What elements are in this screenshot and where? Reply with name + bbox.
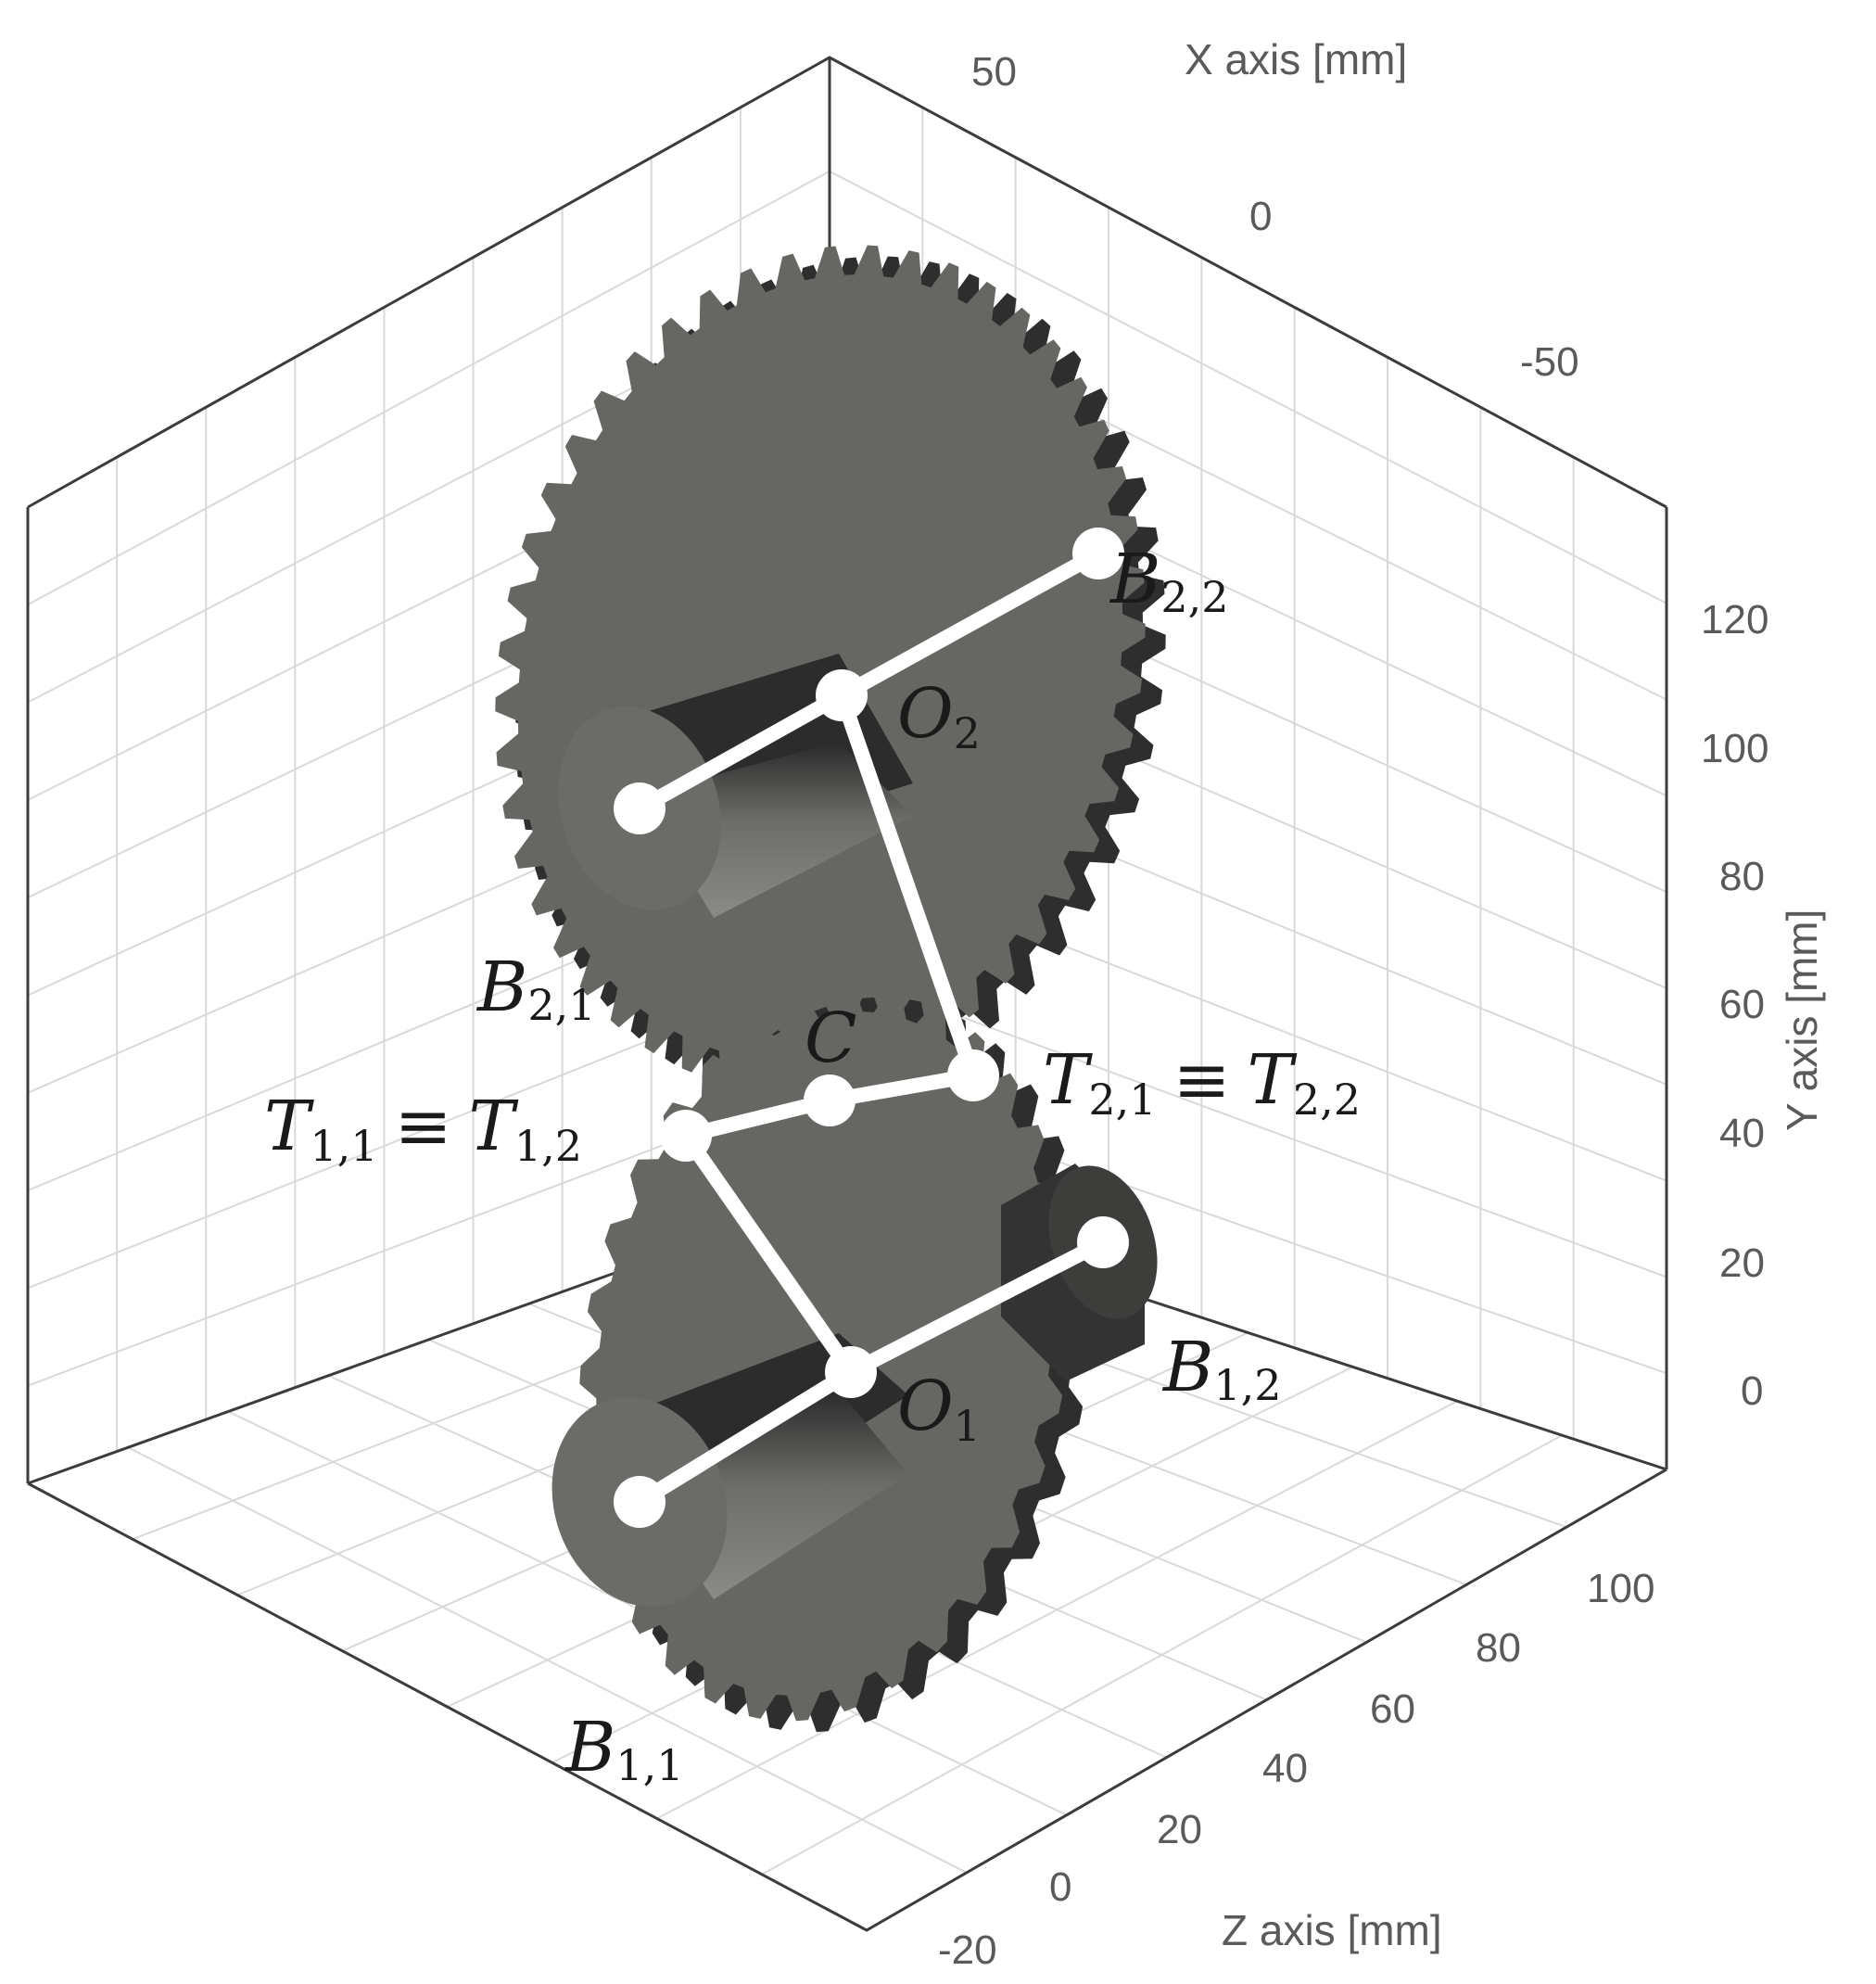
joint-B11 [614, 1476, 665, 1528]
y-tick-label: 100 [1701, 726, 1768, 771]
grid-line [829, 170, 1667, 604]
y-tick-label: 0 [1741, 1368, 1763, 1414]
z-axis-title: Z axis [mm] [1222, 1906, 1442, 1954]
y-tick-label: 80 [1719, 854, 1765, 899]
x-axis-ticks: 50 0 -50 [971, 49, 1579, 385]
x-axis-title: X axis [mm] [1185, 35, 1407, 83]
z-tick-label: 80 [1476, 1625, 1521, 1671]
label-B21: B2,1 [475, 947, 596, 1030]
joint-B12 [1077, 1216, 1129, 1268]
x-tick-label: 50 [971, 49, 1017, 95]
z-tick-label: 40 [1262, 1746, 1308, 1791]
label-B11: B1,1 [564, 1708, 684, 1790]
grid-line [829, 967, 1667, 1278]
joint-B22 [1072, 528, 1124, 579]
label-C: C [805, 998, 857, 1078]
y-tick-label: 20 [1719, 1240, 1765, 1286]
y-axis-title: Y axis [mm] [1778, 909, 1826, 1131]
z-axis-ticks: 100 80 60 40 20 0 -20 [938, 1566, 1654, 1973]
x-tick-label: -50 [1520, 339, 1579, 385]
y-tick-label: 60 [1719, 982, 1765, 1027]
z-tick-label: 100 [1587, 1566, 1654, 1611]
label-O2: O2 [897, 674, 981, 758]
joint-T2 [947, 1049, 999, 1101]
y-tick-label: 40 [1719, 1111, 1765, 1156]
joint-C [804, 1075, 856, 1126]
joint-O2 [816, 669, 868, 721]
grid-line [656, 1400, 1458, 1820]
label-B22: B2,2 [1109, 540, 1229, 622]
label-O1: O1 [897, 1367, 981, 1451]
joint-O1 [825, 1346, 877, 1398]
label-T21-T22: T2,1≡T2,2 [1043, 1040, 1361, 1125]
point-labels: B2,2 O2 B2,1 C T1,1≡T1,2 T2,1≡T2,2 B1,2 … [264, 540, 1361, 1790]
grid-line [761, 1434, 1563, 1876]
joint-B21 [614, 782, 665, 834]
grid-line [27, 170, 830, 606]
z-tick-label: -20 [938, 1927, 997, 1973]
z-tick-label: 60 [1370, 1686, 1415, 1732]
label-B12: B1,2 [1161, 1328, 1282, 1410]
z-tick-label: 0 [1049, 1864, 1071, 1910]
x-tick-label: 0 [1249, 194, 1272, 239]
z-tick-label: 20 [1157, 1807, 1202, 1852]
y-tick-label: 120 [1701, 597, 1768, 642]
joint-markers [614, 528, 1129, 1528]
y-axis-ticks: 120 100 80 60 40 20 0 [1701, 597, 1768, 1414]
label-T11-T12: T1,1≡T1,2 [264, 1087, 582, 1171]
joint-T1 [660, 1110, 712, 1162]
